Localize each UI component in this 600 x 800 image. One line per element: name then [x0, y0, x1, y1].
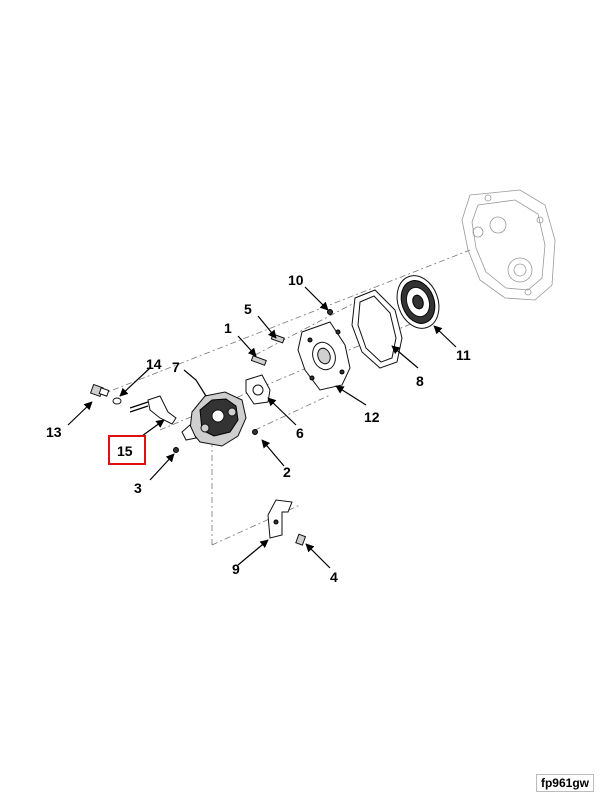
housing-gasket-part: [351, 289, 403, 369]
callout-13: 13: [46, 424, 62, 440]
o-ring-part: [112, 397, 122, 405]
callout-8: 8: [416, 373, 424, 389]
callout-15-highlight-box: [108, 435, 146, 465]
callout-15: 15: [117, 443, 133, 459]
sensor-fitting-part: [89, 383, 110, 398]
figure-id-label: fp961gw: [535, 774, 594, 792]
pump-assembly-part: [181, 391, 247, 447]
callout-12: 12: [364, 409, 380, 425]
leader-lines: [67, 286, 457, 569]
callout-3: 3: [134, 480, 142, 496]
adapter-plate-part: [297, 321, 351, 391]
bracket-tube-part: [129, 395, 177, 425]
callout-14: 14: [146, 356, 162, 372]
small-gasket-part: [245, 374, 271, 405]
callout-1: 1: [224, 320, 232, 336]
callout-7: 7: [172, 359, 180, 375]
callout-2: 2: [283, 464, 291, 480]
mounting-bracket-part: [267, 499, 293, 539]
callout-6: 6: [296, 425, 304, 441]
callout-10: 10: [288, 272, 304, 288]
callout-11: 11: [456, 347, 471, 363]
drive-pulley-part: [396, 275, 440, 329]
callout-labels: 1 2 3 4 5 6 7 8 9 10 11 12 13 14 15: [46, 272, 471, 585]
callout-9: 9: [232, 561, 240, 577]
fasteners: [173, 309, 333, 546]
engine-front-cover-ghost: [461, 189, 556, 301]
callout-5: 5: [244, 301, 252, 317]
callout-4: 4: [330, 569, 338, 585]
